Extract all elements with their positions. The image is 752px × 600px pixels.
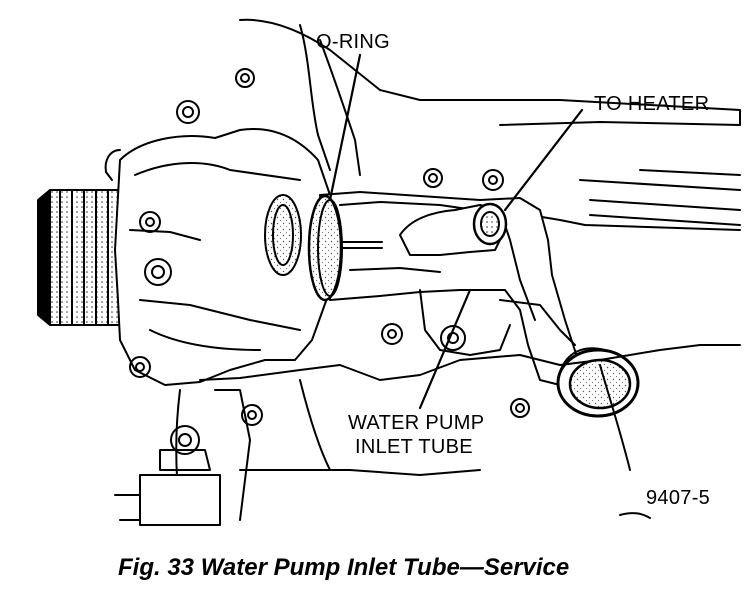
o-ring <box>307 194 343 302</box>
bolt-head <box>176 100 200 124</box>
bolt-head <box>510 398 530 418</box>
to-heater-label: TO HEATER <box>594 93 710 115</box>
bolt-head <box>139 211 161 233</box>
bolt-head <box>129 356 151 378</box>
engine-block-edge <box>319 39 361 176</box>
figure-number: 9407-5 <box>646 487 711 509</box>
pump-opening <box>264 194 302 276</box>
o-ring-leader <box>328 53 362 202</box>
figure-caption: Fig. 33 Water Pump Inlet Tube—Service <box>118 554 570 581</box>
to-heater-leader <box>503 108 584 212</box>
cylinder-head-edge <box>299 24 331 171</box>
o-ring-label: O-RING <box>316 31 391 53</box>
bolt-head <box>381 323 403 345</box>
inlet-tube-leader <box>418 288 472 410</box>
bolt-head <box>440 325 466 351</box>
bolt-head <box>170 425 200 455</box>
water-pump-label: WATER PUMP <box>348 412 485 434</box>
bolt-head <box>482 169 504 191</box>
inlet-tube-label: INLET TUBE <box>355 436 473 458</box>
bolt-head <box>241 404 263 426</box>
lower-bracket <box>419 289 511 356</box>
bolt-head <box>235 68 255 88</box>
bolt-head <box>144 258 172 286</box>
timing-cover <box>199 344 741 381</box>
water-pump-housing <box>114 128 336 386</box>
bolt-head <box>423 168 443 188</box>
engine-block-outline <box>239 18 741 126</box>
